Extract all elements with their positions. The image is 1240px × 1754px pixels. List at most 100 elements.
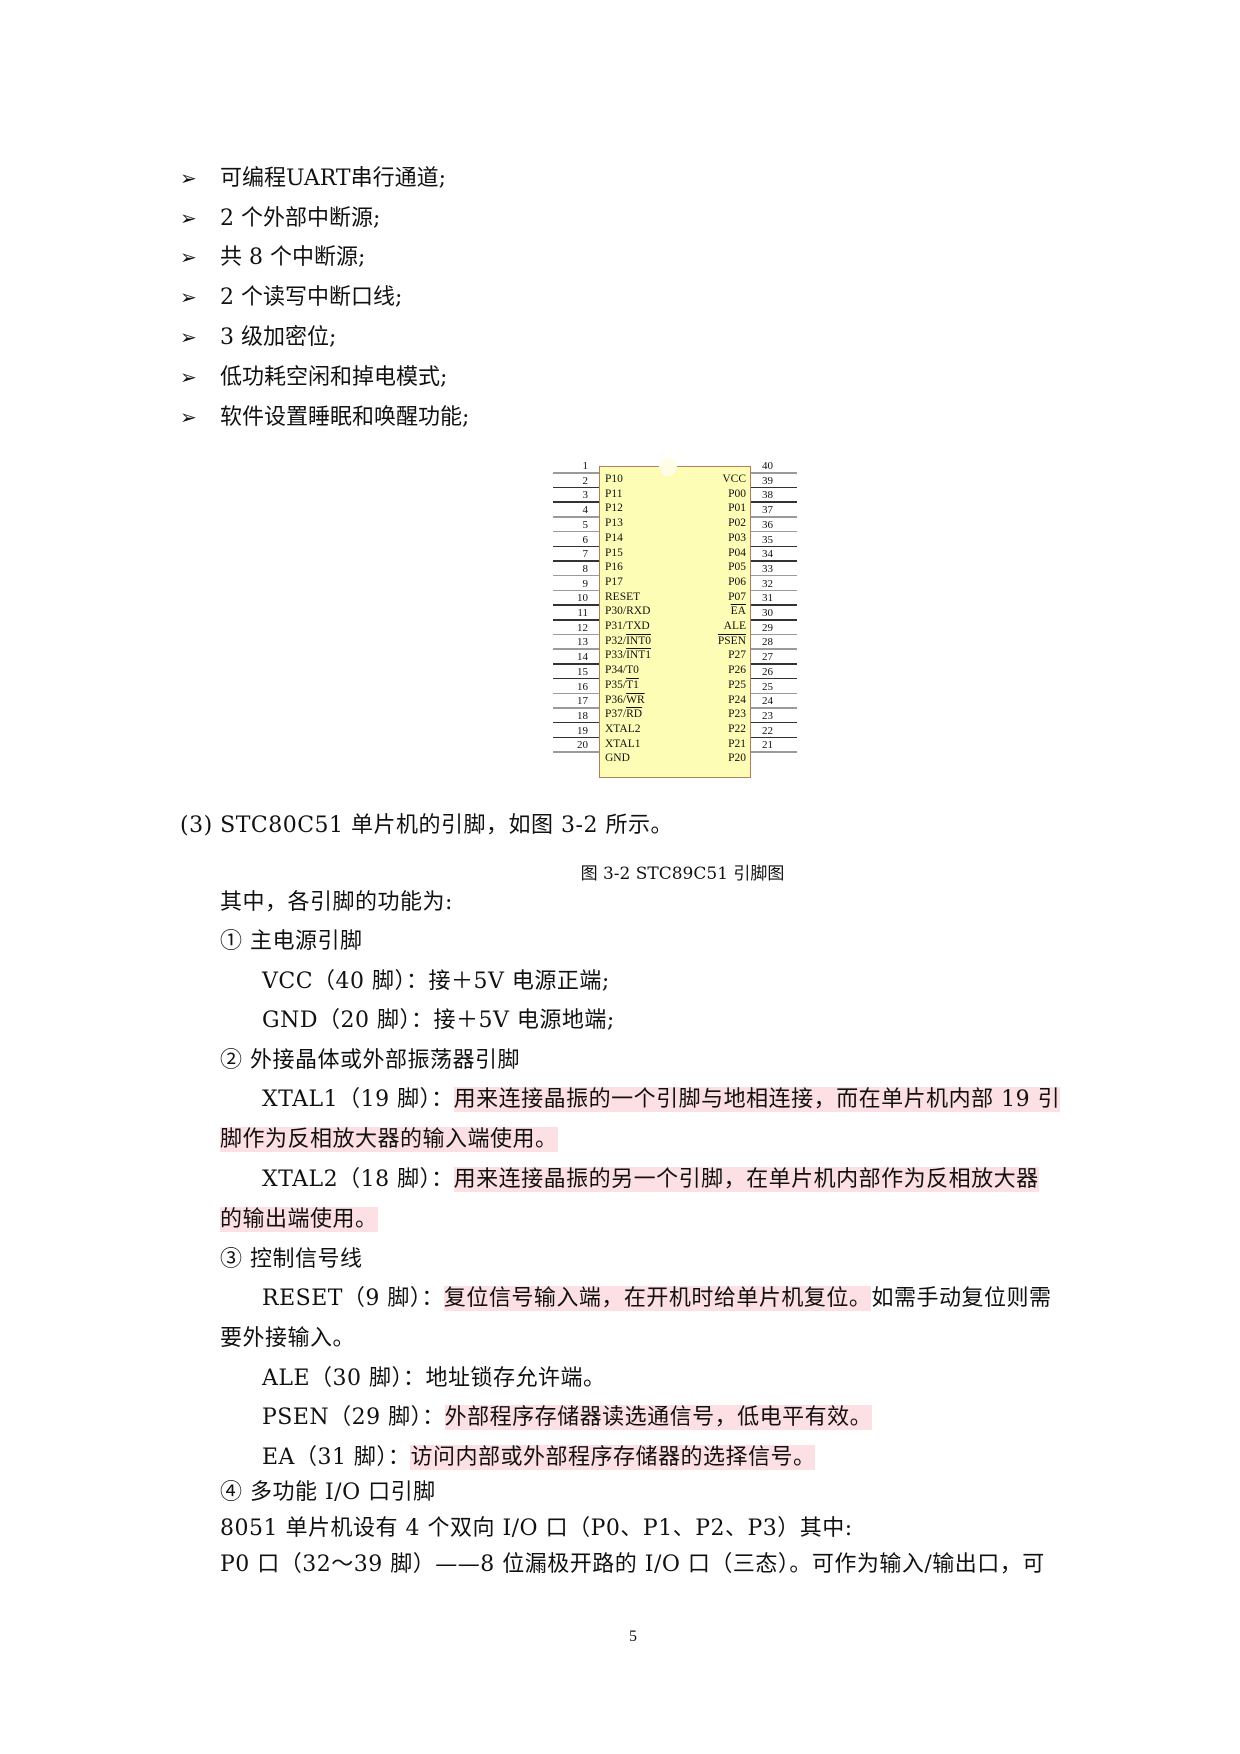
pin-line — [553, 589, 599, 592]
pin-number: 2 — [582, 474, 589, 487]
pin-label: P32/INT0 — [605, 634, 652, 647]
pin-label: P21 — [728, 737, 746, 750]
pin-line — [553, 574, 599, 577]
xtal2-desc: XTAL2（18 脚）：用来连接晶振的另一个引脚，在单片机内部作为反相放大器 — [262, 1167, 1039, 1192]
pin-line — [751, 736, 797, 739]
vcc-desc: VCC（40 脚）：接＋5V 电源正端; — [262, 969, 610, 994]
list-item: ➢低功耗空闲和掉电模式; — [180, 362, 447, 393]
pin-number: 39 — [762, 474, 773, 487]
pin-number: 9 — [582, 577, 589, 590]
pin-line — [553, 501, 599, 503]
pin-line — [553, 472, 599, 474]
list-item: ➢共 8 个中断源; — [180, 242, 365, 273]
xtal1-desc-cont: 脚作为反相放大器的输入端使用。 — [220, 1125, 558, 1155]
ea-desc: EA（31 脚）：访问内部或外部程序存储器的选择信号。 — [262, 1445, 816, 1470]
reset-desc: RESET（9 脚）：复位信号输入端，在开机时给单片机复位。如需手动复位则需 — [262, 1286, 1052, 1311]
pin-line — [553, 677, 599, 680]
pin-number: 4 — [582, 504, 589, 517]
pin-label: P17 — [605, 575, 623, 588]
pin-label: P16 — [605, 561, 623, 574]
pin-number: 11 — [577, 607, 588, 619]
pin-number: 26 — [762, 665, 773, 678]
xtal1-desc: XTAL1（19 脚）：用来连接晶振的一个引脚与地相连接，而在单片机内部 19 … — [262, 1087, 1061, 1112]
pin-label: P12 — [605, 502, 623, 515]
pin-label: P22 — [728, 722, 746, 735]
pin-number: 29 — [762, 621, 773, 634]
pin-line — [553, 516, 599, 518]
pin-label: P13 — [605, 517, 623, 530]
pin-number: 38 — [762, 489, 773, 502]
pin-line — [553, 663, 599, 665]
pin-line — [751, 633, 797, 636]
xtal2-desc-cont: 的输出端使用。 — [220, 1205, 378, 1235]
io-heading: ④ 多功能 I/O 口引脚 — [220, 1480, 436, 1505]
pin-line — [751, 751, 797, 753]
pin-number: 28 — [762, 636, 773, 649]
pin-line — [751, 707, 797, 709]
pin-label: P37/RD — [605, 708, 643, 721]
pin-label: P04 — [728, 546, 746, 559]
pin-label: P27 — [728, 649, 746, 662]
pin-number: 31 — [762, 592, 773, 605]
pin-label: P35/T1 — [605, 678, 639, 691]
pin-number: 5 — [582, 518, 589, 531]
pin-number: 14 — [577, 651, 588, 664]
pin-number: 24 — [762, 695, 773, 708]
reset-desc-cont: 要外接输入。 — [220, 1326, 356, 1351]
highlight: 脚作为反相放大器的输入端使用。 — [220, 1127, 558, 1152]
pin-number: 15 — [577, 665, 588, 678]
pin-line — [751, 692, 797, 694]
list-item: ➢2 个外部中断源; — [180, 203, 380, 234]
pin-line — [751, 589, 797, 592]
chip-notch — [659, 458, 677, 476]
pin-label: EA — [730, 605, 746, 618]
pin-line — [553, 736, 599, 739]
pin-label: GND — [605, 752, 630, 765]
figure-caption: 图 3-2 STC89C51 引脚图 — [580, 864, 785, 884]
page-number: 5 — [629, 1628, 637, 1645]
pin-label: P30/RXD — [605, 605, 651, 618]
arrow-bullet-icon: ➢ — [180, 166, 197, 190]
pin-line — [553, 545, 599, 547]
pin-label: P10 — [605, 473, 623, 485]
pin-number: 30 — [762, 607, 773, 619]
list-item: ➢2 个读写中断口线; — [180, 282, 402, 313]
pin-line — [751, 545, 797, 547]
arrow-bullet-icon: ➢ — [180, 285, 197, 309]
pin-number: 16 — [577, 680, 588, 693]
pin-number: 8 — [582, 562, 589, 575]
pin-line — [751, 648, 797, 650]
pin-line — [553, 486, 599, 489]
arrow-bullet-icon: ➢ — [180, 365, 197, 389]
pin-number: 34 — [762, 548, 773, 561]
pin-line — [553, 560, 599, 562]
pin-label: P02 — [728, 517, 746, 530]
pin-number: 19 — [577, 724, 588, 737]
pin-number: 1 — [582, 460, 589, 472]
pin-line — [751, 619, 797, 621]
list-item: ➢3 级加密位; — [180, 322, 336, 353]
pin-number: 37 — [762, 504, 773, 517]
psen-desc: PSEN（29 脚）：外部程序存储器读选通信号，低电平有效。 — [262, 1405, 873, 1430]
io-desc-2: P0 口（32～39 脚）——8 位漏极开路的 I/O 口（三态）。可作为输入/… — [220, 1552, 1045, 1577]
pin-label: P25 — [728, 678, 746, 691]
pin-line — [751, 677, 797, 680]
pin-label: P15 — [605, 546, 623, 559]
pin-label: P34/T0 — [605, 664, 639, 677]
pin-number: 20 — [577, 739, 588, 752]
pin-label: VCC — [722, 473, 746, 485]
pin-label: P20 — [728, 752, 746, 765]
list-item: ➢可编程UART串行通道; — [180, 163, 446, 194]
pin-number: 40 — [762, 460, 773, 472]
pin-number: 21 — [762, 739, 773, 752]
arrow-bullet-icon: ➢ — [180, 325, 197, 349]
arrow-bullet-icon: ➢ — [180, 245, 197, 269]
pin-label: XTAL1 — [605, 737, 641, 750]
pin-label: P26 — [728, 664, 746, 677]
pin-number: 7 — [582, 548, 589, 561]
control-heading: ③ 控制信号线 — [220, 1247, 363, 1272]
highlight: 的输出端使用。 — [220, 1207, 378, 1232]
pin-label: P24 — [728, 693, 746, 706]
pin-number: 33 — [762, 562, 773, 575]
